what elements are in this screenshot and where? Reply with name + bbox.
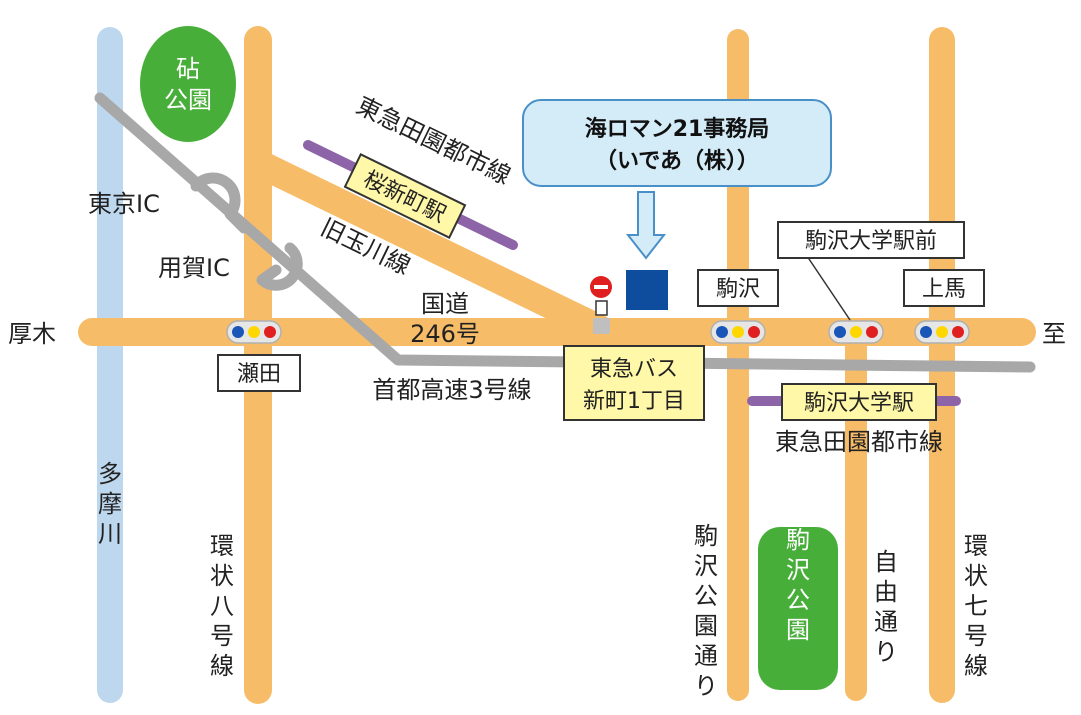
- atsugi-label: 厚木: [8, 320, 56, 348]
- komazawa-label: 駒沢: [697, 269, 779, 307]
- komazawa-park: 駒沢公園: [758, 526, 838, 690]
- kanjo7-label: 環状七号線: [964, 532, 988, 680]
- komazawa-daigaku-ekimae-label: 駒沢大学駅前: [777, 221, 965, 259]
- route-246-label-2: 246号: [410, 320, 480, 348]
- seta-text: 瀬田: [237, 362, 281, 387]
- office-marker-icon: [626, 270, 668, 310]
- road-old-tamagawa: [248, 151, 612, 342]
- bus-stop-label: 東急バス 新町1丁目: [563, 345, 705, 421]
- kinuta-park-label-1: 砧: [176, 55, 200, 83]
- tokyo-ic-label: 東京IC: [88, 190, 160, 218]
- tokyo-ic-ramp: [190, 172, 250, 234]
- office-company: （いであ（株））: [595, 149, 759, 174]
- expressway-shuto-3: [94, 92, 1036, 373]
- traffic-light-icon: [226, 320, 282, 344]
- traffic-light-icon: [828, 320, 884, 344]
- kinuta-park: 砧 公園: [140, 26, 236, 142]
- seta-label: 瀬田: [217, 354, 301, 392]
- bus-stop-line1: 東急バス: [590, 357, 678, 382]
- komazawa-daigaku-station-label: 駒沢大学駅: [781, 383, 937, 421]
- office-callout: 海ロマン21事務局 （いであ（株））: [522, 99, 832, 260]
- railway-line-name-bottom: 東急田園都市線: [775, 428, 943, 456]
- route-246-label-1: 国道: [421, 290, 469, 318]
- to-label: 至: [1042, 320, 1066, 348]
- traffic-light-icon: [710, 320, 766, 344]
- kamiuma-label: 上馬: [903, 269, 985, 307]
- no-entry-icon: [590, 276, 612, 334]
- office-name: 海ロマン21事務局: [585, 116, 770, 142]
- komazawa-park-label: 駒沢公園: [786, 526, 810, 644]
- traffic-light-icon: [914, 320, 970, 344]
- shuto-3-label: 首都高速3号線: [372, 376, 531, 404]
- traffic-lights: [226, 320, 970, 344]
- yoga-ic-ramp: [256, 242, 303, 291]
- komazawa-koen-dori-label: 駒沢公園通り: [694, 522, 718, 700]
- jiyu-dori-label: 自由通り: [874, 548, 898, 666]
- ekimae-leader-line: [806, 255, 851, 321]
- bus-stop-line2: 新町1丁目: [583, 389, 685, 414]
- komazawa-daigaku-ekimae-text: 駒沢大学駅前: [805, 229, 937, 254]
- kamiuma-text: 上馬: [922, 277, 966, 302]
- yoga-ic-label: 用賀IC: [158, 254, 230, 282]
- kanjo8-label: 環状八号線: [210, 532, 234, 680]
- tama-river-label: 多摩川: [98, 460, 122, 548]
- kinuta-park-label-2: 公園: [164, 86, 212, 114]
- komazawa-text: 駒沢: [716, 277, 760, 302]
- komazawa-daigaku-station-text: 駒沢大学駅: [804, 391, 914, 416]
- callout-arrow-icon: [625, 191, 667, 260]
